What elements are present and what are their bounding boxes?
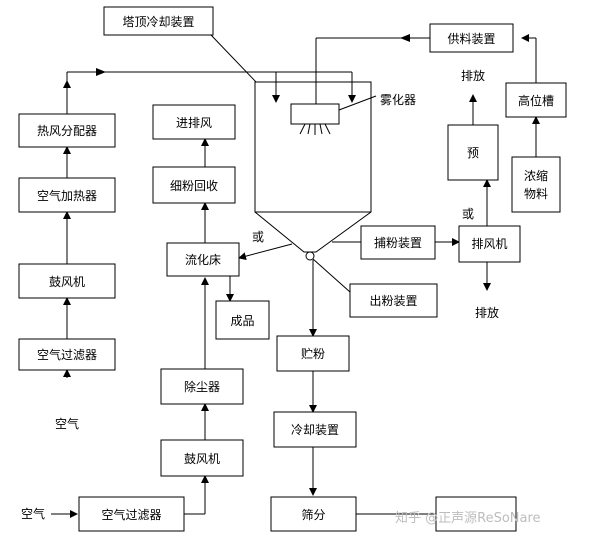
- discharge-top-label: 排放: [461, 68, 485, 83]
- sieving: 筛分: [270, 496, 357, 532]
- svg-text:空气过滤器: 空气过滤器: [101, 507, 161, 522]
- svg-text:捕粉装置: 捕粉装置: [374, 235, 422, 250]
- atomizer-label: 雾化器: [380, 93, 416, 107]
- svg-text:排风机: 排风机: [471, 237, 507, 251]
- or-left-label: 或: [252, 230, 264, 244]
- svg-text:贮粉: 贮粉: [301, 346, 325, 361]
- air-filter-left: 空气过滤器: [18, 338, 116, 371]
- svg-text:塔顶冷却装置: 塔顶冷却装置: [122, 15, 194, 29]
- svg-text:除尘器: 除尘器: [184, 379, 220, 394]
- feed-device: 供料装置: [429, 23, 514, 53]
- pre-box: 预: [447, 124, 499, 181]
- watermark: 知乎 @正声源ReSoNare: [395, 510, 541, 526]
- svg-text:浓缩: 浓缩: [524, 168, 548, 183]
- svg-text:热风分配器: 热风分配器: [37, 124, 97, 138]
- svg-text:鼓风机: 鼓风机: [184, 452, 220, 466]
- svg-text:供料装置: 供料装置: [447, 32, 495, 46]
- svg-text:流化床: 流化床: [185, 253, 221, 267]
- air-heater: 空气加热器: [18, 177, 116, 213]
- cooling-device: 冷却装置: [273, 411, 357, 448]
- svg-text:物料: 物料: [524, 187, 548, 201]
- powder-outlet-device: 出粉装置: [349, 283, 438, 318]
- svg-text:筛分: 筛分: [301, 507, 325, 522]
- blower-left: 鼓风机: [18, 263, 116, 299]
- inlet-exhaust: 进排风: [152, 104, 236, 140]
- exhaust-fan: 排风机: [458, 225, 521, 263]
- product: 成品: [215, 300, 270, 340]
- fine-powder-recovery: 细粉回收: [152, 166, 236, 204]
- hot-air-distributor: 热风分配器: [18, 113, 116, 148]
- fluid-bed: 流化床: [166, 242, 240, 277]
- svg-text:进排风: 进排风: [176, 116, 212, 130]
- tower-cooling-device: 塔顶冷却装置: [103, 6, 214, 36]
- svg-text:细粉回收: 细粉回收: [170, 179, 218, 193]
- svg-text:高位槽: 高位槽: [518, 93, 554, 108]
- sieving-output-box: [435, 496, 517, 532]
- air-bottom-label: 空气: [21, 506, 45, 521]
- powder-storage: 贮粉: [276, 335, 350, 372]
- svg-text:空气过滤器: 空气过滤器: [37, 347, 97, 362]
- concentrate-material: 浓缩 物料: [511, 156, 561, 213]
- svg-text:空气加热器: 空气加热器: [37, 188, 97, 203]
- dust-remover: 除尘器: [160, 368, 244, 405]
- powder-catcher: 捕粉装置: [360, 225, 436, 260]
- svg-text:鼓风机: 鼓风机: [49, 275, 85, 289]
- blower-bottom: 鼓风机: [160, 439, 244, 477]
- svg-text:出粉装置: 出粉装置: [369, 294, 417, 308]
- flow-lines: [51, 34, 540, 518]
- head-tank: 高位槽: [505, 82, 567, 118]
- svg-text:成品: 成品: [230, 314, 254, 328]
- or-right-label: 或: [462, 207, 474, 221]
- svg-text:预: 预: [467, 146, 479, 160]
- discharge-bottom-label: 排放: [475, 305, 499, 320]
- air-filter-bottom: 空气过滤器: [78, 496, 185, 532]
- spray-dryer-tower: [254, 81, 372, 253]
- atomizer-nozzle: [290, 95, 377, 135]
- air-left-label: 空气: [55, 416, 79, 431]
- svg-text:冷却装置: 冷却装置: [291, 423, 339, 437]
